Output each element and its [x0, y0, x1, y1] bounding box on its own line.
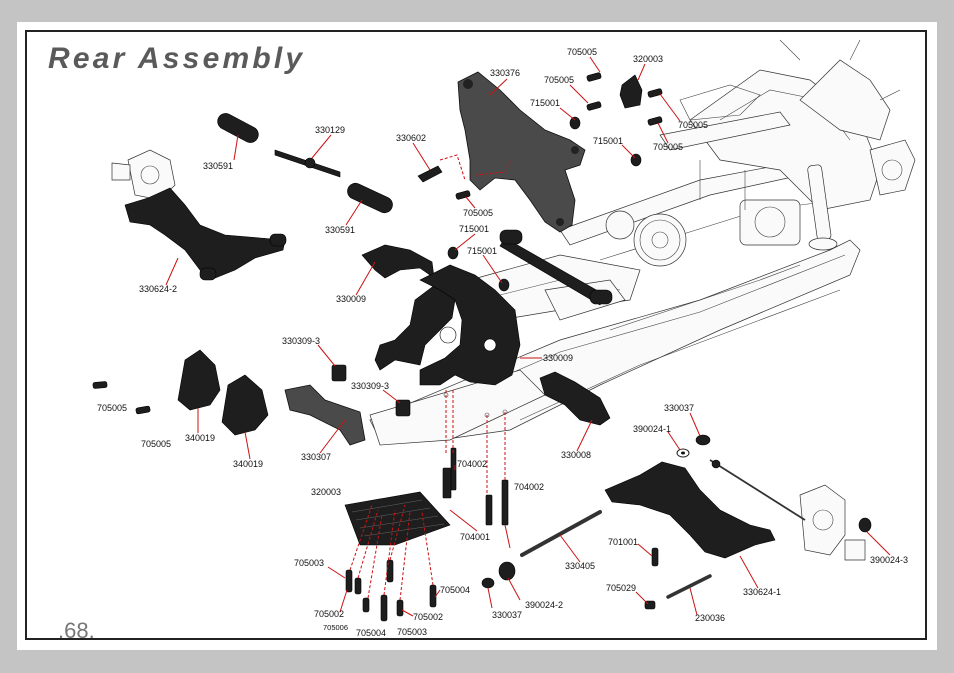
label-330309-3-b: 330309-3: [351, 381, 389, 391]
label-705005-b: 705005: [544, 75, 574, 85]
label-330591-b: 330591: [325, 225, 355, 235]
drive-shaft: [709, 459, 806, 521]
label-715001-b: 715001: [593, 136, 623, 146]
mount-320003: [619, 74, 643, 109]
nut-330037-a: [695, 434, 711, 446]
label-705003-b: 705003: [397, 627, 427, 637]
label-704002-b: 704002: [514, 482, 544, 492]
label-330602: 330602: [396, 133, 426, 143]
label-330129: 330129: [315, 125, 345, 135]
shock-tower-330376: [457, 71, 586, 233]
bracket-340019-b: [221, 374, 269, 436]
a-arm-330624-2: [124, 187, 286, 279]
label-330307: 330307: [301, 452, 331, 462]
page-frame: [25, 30, 927, 640]
label-330624-2: 330624-2: [139, 284, 177, 294]
label-230036: 230036: [695, 613, 725, 623]
hinge-pin-330405: [520, 510, 602, 557]
label-715001-d: 715001: [467, 246, 497, 256]
label-705005-d: 705005: [653, 142, 683, 152]
gearbox-330009-right: [419, 264, 521, 386]
label-705005-g: 705005: [141, 439, 171, 449]
label-705002-b: 705002: [413, 612, 443, 622]
label-340019-a: 340019: [185, 433, 215, 443]
rod-end-330591-top: [217, 113, 259, 143]
label-705005-a: 705005: [567, 47, 597, 57]
label-705005-c: 705005: [678, 120, 708, 130]
skid-screws: [345, 559, 437, 622]
bracket-340019-a: [177, 349, 221, 411]
label-330405: 330405: [565, 561, 595, 571]
label-705029: 705029: [606, 583, 636, 593]
skid-plate-320003: [344, 491, 451, 546]
label-390024-1: 390024-1: [633, 424, 671, 434]
hinge-330307: [284, 384, 366, 446]
screws-705005: [92, 72, 663, 415]
label-701001: 701001: [608, 537, 638, 547]
label-705004-a: 705004: [440, 585, 470, 595]
label-330009-a: 330009: [336, 294, 366, 304]
hinge-pin-230036: [666, 574, 712, 599]
label-330624-1: 330624-1: [743, 587, 781, 597]
label-704002-a: 704002: [457, 459, 487, 469]
camber-link: [499, 237, 606, 306]
leader-lines: [165, 56, 891, 617]
parts: [92, 71, 872, 622]
label-705002-a: 705002: [314, 609, 344, 619]
insert-330309-3-a: [331, 364, 347, 382]
page-title: Rear Assembly: [48, 42, 306, 75]
label-705006: 705006: [323, 623, 348, 632]
nut-390024-2: [498, 561, 516, 581]
label-320003-top: 320003: [633, 54, 663, 64]
label-330037-b: 330037: [492, 610, 522, 620]
label-330037-a: 330037: [664, 403, 694, 413]
label-705003-a: 705003: [294, 558, 324, 568]
label-330591-a: 330591: [203, 161, 233, 171]
label-705005-f: 705005: [97, 403, 127, 413]
nut-330037-b: [481, 577, 495, 589]
label-715001-c: 715001: [459, 224, 489, 234]
label-704001: 704001: [460, 532, 490, 542]
gearbox-330009-left: [361, 244, 456, 371]
label-705005-e: 705005: [463, 208, 493, 218]
label-390024-2: 390024-2: [525, 600, 563, 610]
ball-stud-330602: [417, 165, 443, 183]
label-715001-a: 715001: [530, 98, 560, 108]
page-number: .68.: [58, 618, 95, 643]
label-330009-b: 330009: [543, 353, 573, 363]
label-330008: 330008: [561, 450, 591, 460]
chassis-line-art: [111, 39, 916, 561]
a-arm-330624-1: [604, 461, 776, 559]
label-330309-3-a: 330309-3: [282, 336, 320, 346]
label-340019-b: 340019: [233, 459, 263, 469]
part-labels: 705005 320003 705005 330376 715001 70500…: [97, 47, 908, 638]
label-330376: 330376: [490, 68, 520, 78]
label-705004-b: 705004: [356, 628, 386, 638]
screw-704001: [485, 494, 493, 526]
rod-end-330591-bottom: [347, 182, 393, 214]
hinge-330008: [539, 371, 611, 426]
insert-330309-3-b: [395, 399, 411, 417]
nut-390024-3: [858, 517, 872, 533]
label-390024-3: 390024-3: [870, 555, 908, 565]
screw-704002-b: [501, 479, 509, 526]
label-320003-bot: 320003: [311, 487, 341, 497]
